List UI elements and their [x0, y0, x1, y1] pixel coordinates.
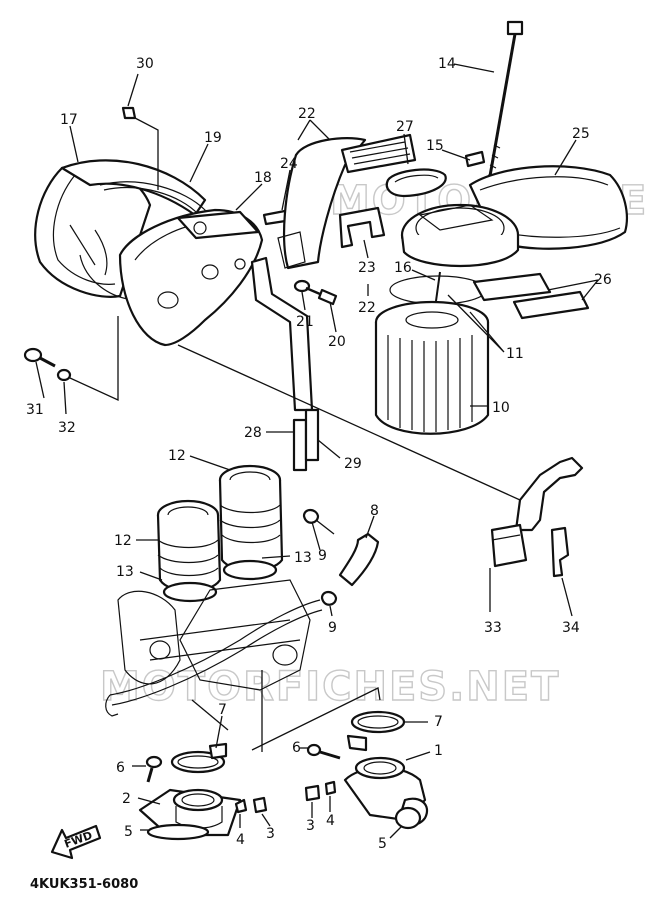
breather-hoses-28-29 [250, 256, 320, 472]
assembly-leader-line [177, 344, 521, 501]
clip-4-right [324, 780, 337, 796]
washer-21 [293, 279, 311, 293]
leader-31-32-path [69, 316, 119, 402]
callout-6b: 6 [292, 740, 301, 756]
callout-20: 20 [328, 334, 346, 350]
o-ring-5-left [146, 823, 210, 841]
clip-4-left [234, 798, 248, 814]
callout-34: 34 [562, 620, 580, 636]
callout-14: 14 [438, 56, 456, 72]
callout-5a: 5 [124, 824, 133, 840]
callout-22b: 22 [358, 300, 376, 316]
element-27-inner [394, 174, 439, 183]
callout-1: 1 [434, 743, 443, 759]
fwd-arrow-icon: FWD [50, 824, 102, 860]
callout-10: 10 [492, 400, 510, 416]
callout-13b: 13 [294, 550, 312, 566]
callout-15: 15 [426, 138, 444, 154]
clamp-9-lower [320, 590, 338, 606]
callout-8: 8 [370, 503, 379, 519]
callout-27: 27 [396, 119, 414, 135]
callout-18: 18 [254, 170, 272, 186]
callout-29: 29 [344, 456, 362, 472]
gasket-23 [338, 206, 386, 249]
o-ring-5-right [394, 806, 422, 830]
callout-21: 21 [296, 314, 314, 330]
assembly-line-right [251, 687, 381, 751]
callout-26: 26 [594, 272, 612, 288]
callout-11: 11 [506, 346, 524, 362]
grommet-30 [121, 106, 137, 120]
hose-8 [338, 532, 380, 587]
callout-17: 17 [60, 112, 78, 128]
callout-16: 16 [394, 260, 412, 276]
callout-30: 30 [136, 56, 154, 72]
washer-32 [56, 368, 72, 382]
callout-7a: 7 [218, 702, 227, 718]
screw-6-right [306, 743, 341, 760]
callout-2: 2 [122, 791, 131, 807]
pad-26b [512, 290, 590, 320]
carburetor-joint-2 [138, 788, 242, 837]
callout-12b: 12 [114, 533, 132, 549]
callout-22a: 22 [298, 106, 316, 122]
clip-34 [550, 526, 570, 578]
collar-15 [464, 150, 486, 168]
bolt-31 [23, 347, 56, 368]
callout-24: 24 [280, 156, 298, 172]
callout-23: 23 [358, 260, 376, 276]
callout-6a: 6 [116, 760, 125, 776]
clamp-7-right [346, 710, 406, 752]
clamp-7-left [170, 742, 228, 774]
callout-9a: 9 [318, 548, 327, 564]
callout-labels: 30 17 19 18 24 22 27 14 15 25 23 22 16 2… [26, 56, 612, 852]
callout-3a: 3 [266, 826, 275, 842]
callout-7b: 7 [434, 714, 443, 730]
callout-3b: 3 [306, 818, 315, 834]
filter-housing-top [400, 203, 520, 268]
callout-5b: 5 [378, 836, 387, 852]
cap-3-right [304, 784, 321, 802]
assembly-line-left [191, 699, 229, 731]
air-box-cover-18 [118, 208, 264, 347]
leader-30-path [134, 117, 159, 190]
intake-duct-22 [277, 133, 417, 270]
callout-25: 25 [572, 126, 590, 142]
callout-28: 28 [244, 425, 262, 441]
leader-lines [35, 63, 599, 839]
callout-32: 32 [58, 420, 76, 436]
filter-element-10 [374, 300, 490, 435]
link-9-8 [315, 519, 335, 535]
callout-4a: 4 [236, 832, 245, 848]
callout-19: 19 [204, 130, 222, 146]
screw-6-left [145, 755, 163, 783]
clamp-9-upper [302, 508, 320, 524]
cap-3-left [252, 796, 268, 814]
callout-13a: 13 [116, 564, 134, 580]
carburetor-assembly [105, 464, 323, 717]
pad-26a [472, 272, 552, 302]
callout-33: 33 [484, 620, 502, 636]
callout-31: 31 [26, 402, 44, 418]
screw-20 [305, 286, 338, 306]
bracket-33 [490, 456, 584, 568]
watermark-middle: MOTORFICHES.NET [100, 664, 560, 710]
callout-12a: 12 [168, 448, 186, 464]
callout-9b: 9 [328, 620, 337, 636]
callout-4b: 4 [326, 813, 335, 829]
drawing-code: 4KUK351-6080 [30, 877, 138, 892]
